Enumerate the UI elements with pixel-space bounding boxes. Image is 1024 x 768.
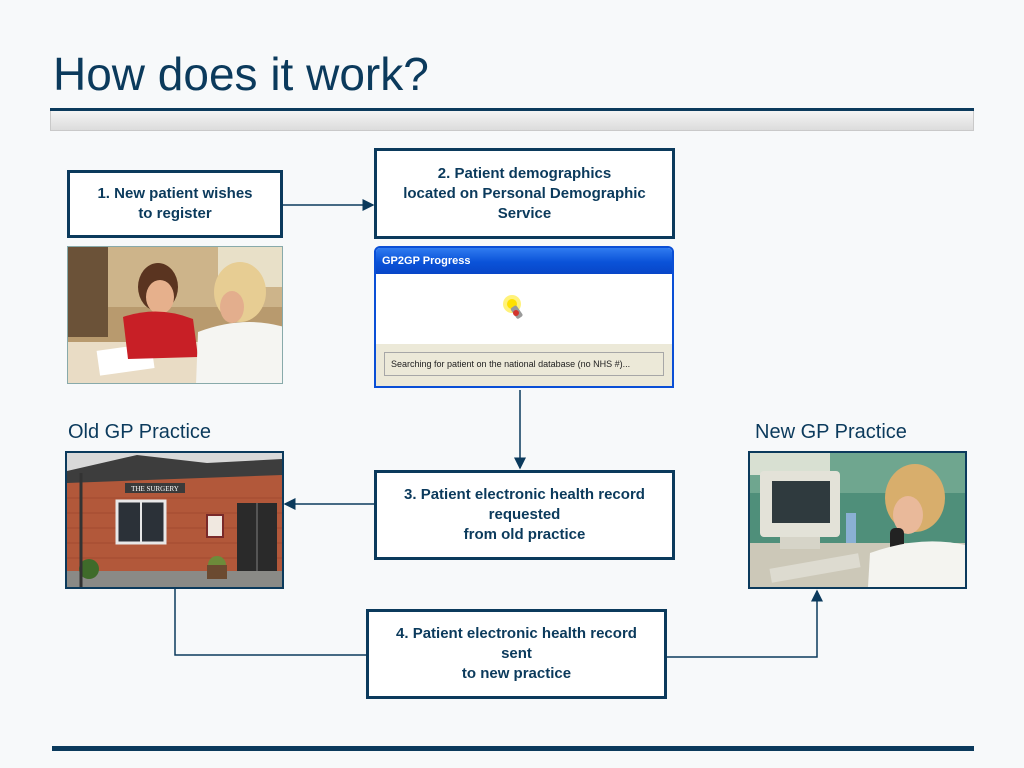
reception-photo (67, 246, 283, 384)
window-body (376, 274, 672, 344)
slide-title: How does it work? (53, 48, 429, 100)
step2-box: 2. Patient demographics located on Perso… (374, 148, 675, 239)
searching-torch-icon (503, 295, 523, 319)
title-divider (50, 108, 974, 111)
new-practice-caption: New GP Practice (755, 421, 907, 443)
step1-box: 1. New patient wishes to register (67, 170, 283, 238)
footer-divider (52, 746, 974, 751)
old-practice-photo: THE SURGERY (65, 451, 284, 589)
new-practice-photo (748, 451, 967, 589)
old-practice-caption: Old GP Practice (68, 421, 212, 443)
gp2gp-progress-window: GP2GP Progress Searching for patient on … (374, 246, 674, 388)
title-band (50, 111, 974, 131)
surgery-sign-text: THE SURGERY (131, 485, 179, 493)
step4-box: 4. Patient electronic health record sent… (366, 609, 667, 699)
arrow-step4-to-new-practice (666, 589, 823, 658)
search-status-text: Searching for patient on the national da… (384, 352, 664, 376)
window-title: GP2GP Progress (376, 248, 672, 274)
window-status-bar: Searching for patient on the national da… (376, 344, 672, 386)
step3-box: 3. Patient electronic health record requ… (374, 470, 675, 560)
line-old-practice-to-step4 (174, 588, 366, 656)
